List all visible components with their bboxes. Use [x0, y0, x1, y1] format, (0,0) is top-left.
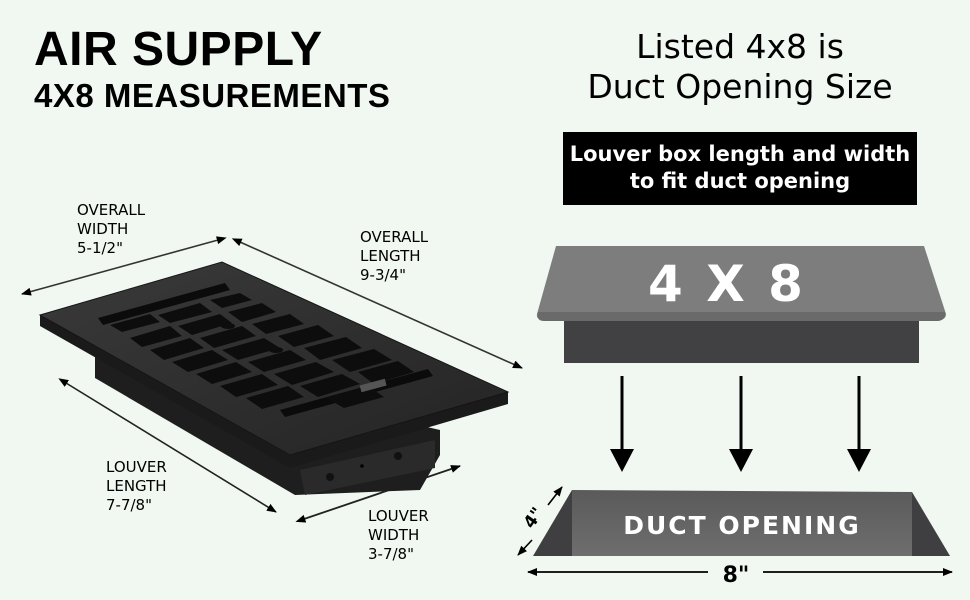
overall-width-line2: WIDTH: [77, 220, 129, 238]
louver-width-value: 3-7/8": [368, 545, 414, 563]
down-arrow-icon: [610, 376, 634, 472]
duct-size-heading: Listed 4x8 is Duct Opening Size: [560, 27, 920, 107]
page-title: AIR SUPPLY: [34, 23, 323, 76]
overall-width-arrow-icon: [21, 236, 227, 296]
down-arrow-icon: [729, 376, 753, 472]
duct-opening-label: DUCT OPENING: [623, 511, 860, 540]
louver-fit-callout: Louver box length and width to fit duct …: [563, 132, 917, 205]
louver-width-arrow-icon: [295, 465, 461, 523]
duct-size-heading-line2: Duct Opening Size: [587, 67, 893, 106]
duct-opening-block: DUCT OPENING: [533, 490, 950, 556]
callout-line2: to fit duct opening: [629, 169, 851, 193]
louver-width-line2: WIDTH: [368, 526, 420, 544]
register-4x8-block: 4 X 8: [536, 246, 946, 363]
duct-depth-label: 4": [520, 504, 548, 532]
vent-register-image: [38, 261, 510, 495]
page-subtitle: 4X8 MEASUREMENTS: [34, 77, 391, 114]
duct-size-heading-line1: Listed 4x8 is: [636, 27, 844, 66]
callout-line1: Louver box length and width: [569, 142, 911, 166]
down-arrow-icon: [847, 376, 871, 472]
register-size-label: 4 X 8: [648, 255, 806, 313]
overall-length-arrow-icon: [231, 238, 523, 369]
louver-length-arrow-icon: [58, 378, 277, 513]
duct-width-arrow-icon: 8": [527, 563, 953, 588]
duct-width-label: 8": [723, 563, 750, 588]
overall-width-line1: OVERALL: [77, 201, 146, 219]
